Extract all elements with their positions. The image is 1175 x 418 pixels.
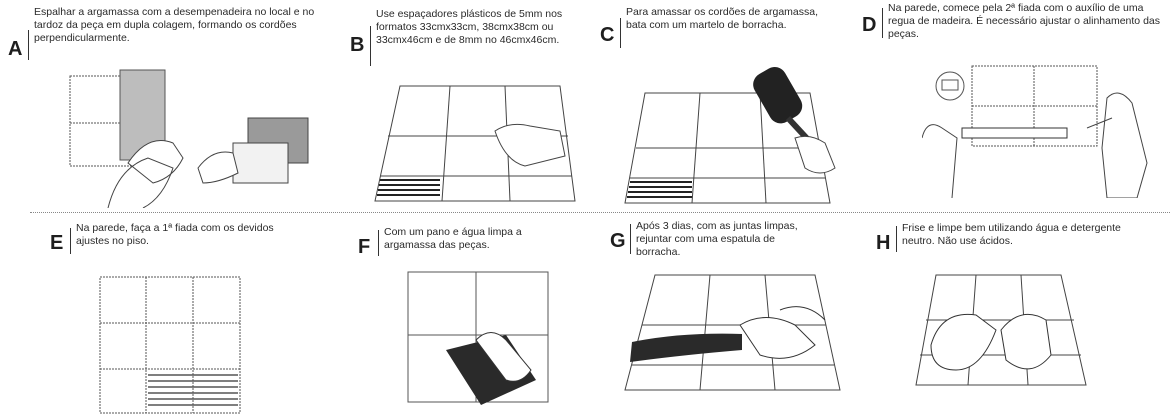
step-letter: H [876,232,891,254]
step-text: Frise e limpe bem utilizando água e dete… [902,222,1121,247]
step-text: Espalhar a argamassa com a desempenadeir… [34,6,315,44]
illustration-wall-second-row [922,58,1167,198]
step-d: D Na parede, comece pela 2ª fiada com o … [862,0,1172,205]
step-text: Após 3 dias, com as juntas limpas, rejun… [636,220,798,258]
illustration-wall-first-row [98,275,248,415]
illustration-rubber-mallet [620,63,845,208]
step-g: G Após 3 dias, com as juntas limpas, rej… [610,218,860,418]
step-letter: E [50,232,64,254]
step-letter: F [358,236,371,258]
row-separator [30,212,1170,213]
step-letter: C [600,24,615,46]
step-text: Com um pano e água limpa a argamassa das… [384,226,522,251]
illustration-spread-mortar [68,68,318,208]
step-a: A Espalhar a argamassa com a desempenade… [8,6,338,208]
step-f: F Com um pano e água limpa a argamassa d… [358,222,598,418]
step-h: H Frise e limpe bem utilizando água e de… [876,220,1172,418]
step-text: Para amassar os cordões de argamassa, ba… [626,6,819,31]
illustration-clean-cloth [406,270,556,410]
step-text: Na parede, faça a 1ª fiada com os devido… [76,222,274,247]
step-letter: D [862,14,877,36]
illustration-spacers [370,76,580,206]
illustration-final-clean [906,270,1096,405]
step-letter: G [610,230,626,252]
step-letter: B [350,34,365,56]
step-e: E Na parede, faça a 1ª fiada com os devi… [50,220,300,418]
illustration-grout-spatula [620,270,850,415]
step-letter: A [8,38,23,60]
step-text: Na parede, comece pela 2ª fiada com o au… [888,2,1160,40]
step-text: Use espaçadores plásticos de 5mm nos for… [376,8,563,46]
step-b: B Use espaçadores plásticos de 5mm nos f… [350,8,590,208]
step-c: C Para amassar os cordões de argamassa, … [600,6,850,208]
